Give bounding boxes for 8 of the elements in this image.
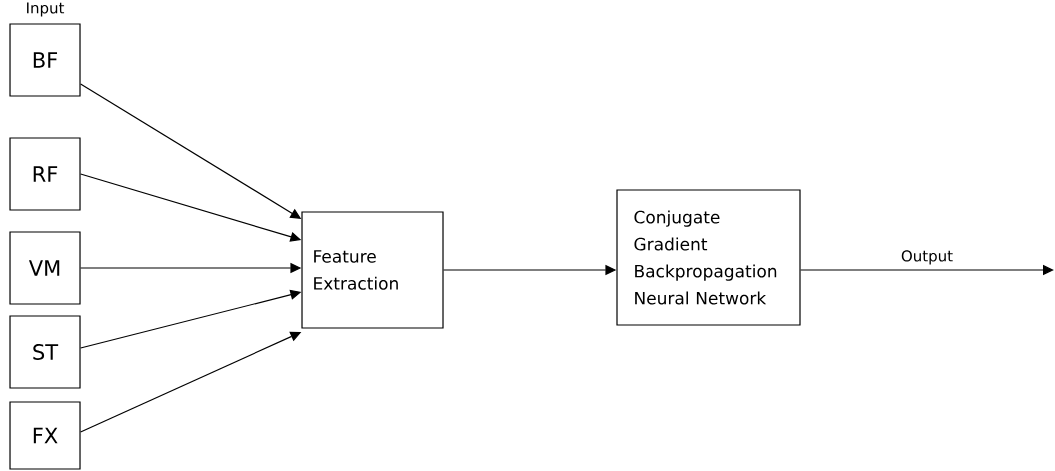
input-box: BF [9,23,81,97]
input-box: FX [9,401,81,470]
input-box: ST [9,315,81,389]
input-box: RF [9,137,81,211]
process-box: Feature Extraction [301,211,444,329]
input-box: VM [9,231,81,305]
edge-label: Output [901,250,953,265]
process-box: Conjugate Gradient Backpropagation Neural Network [616,189,801,326]
